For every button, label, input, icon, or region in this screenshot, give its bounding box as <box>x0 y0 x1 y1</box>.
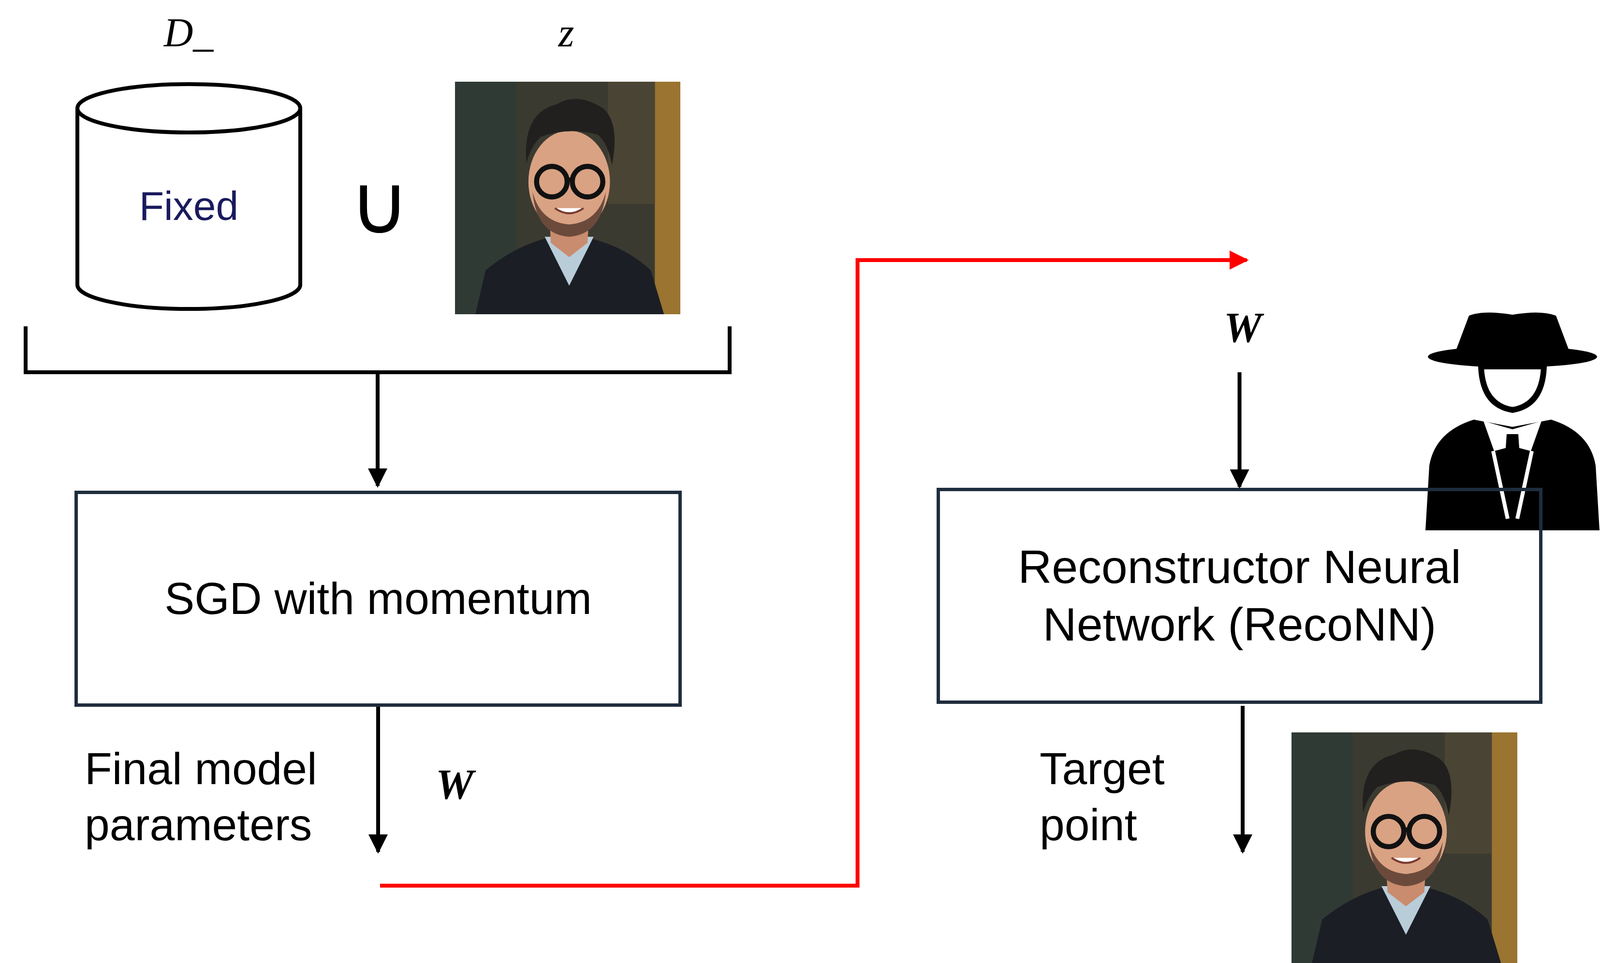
output-arrow <box>1240 705 1245 852</box>
photo-target <box>1291 732 1518 963</box>
weights-symbol: W <box>1216 304 1270 352</box>
node-text: Reconstructor Neural Network (RecoNN) <box>998 538 1482 654</box>
bracket <box>25 326 730 373</box>
dataset-symbol: D_ <box>140 10 237 56</box>
data-cylinder: Fixed <box>74 81 304 312</box>
node-text: SGD with momentum <box>164 571 592 627</box>
output-label: Target point <box>1039 740 1195 854</box>
bracket-arrow <box>375 372 380 486</box>
connector-segment <box>1237 372 1242 487</box>
output-label: Final model parameters <box>84 740 356 854</box>
node-text: Fixed <box>139 181 239 231</box>
attacker-icon <box>1425 312 1600 531</box>
union-symbol: ∪ <box>338 159 421 250</box>
process-box: SGD with momentum <box>74 490 682 707</box>
process-box: Reconstructor Neural Network (RecoNN) <box>936 487 1543 705</box>
point-symbol: z <box>542 10 591 56</box>
connector-segment <box>376 706 381 852</box>
photo-z <box>455 81 681 315</box>
weights-symbol: W <box>427 761 482 809</box>
